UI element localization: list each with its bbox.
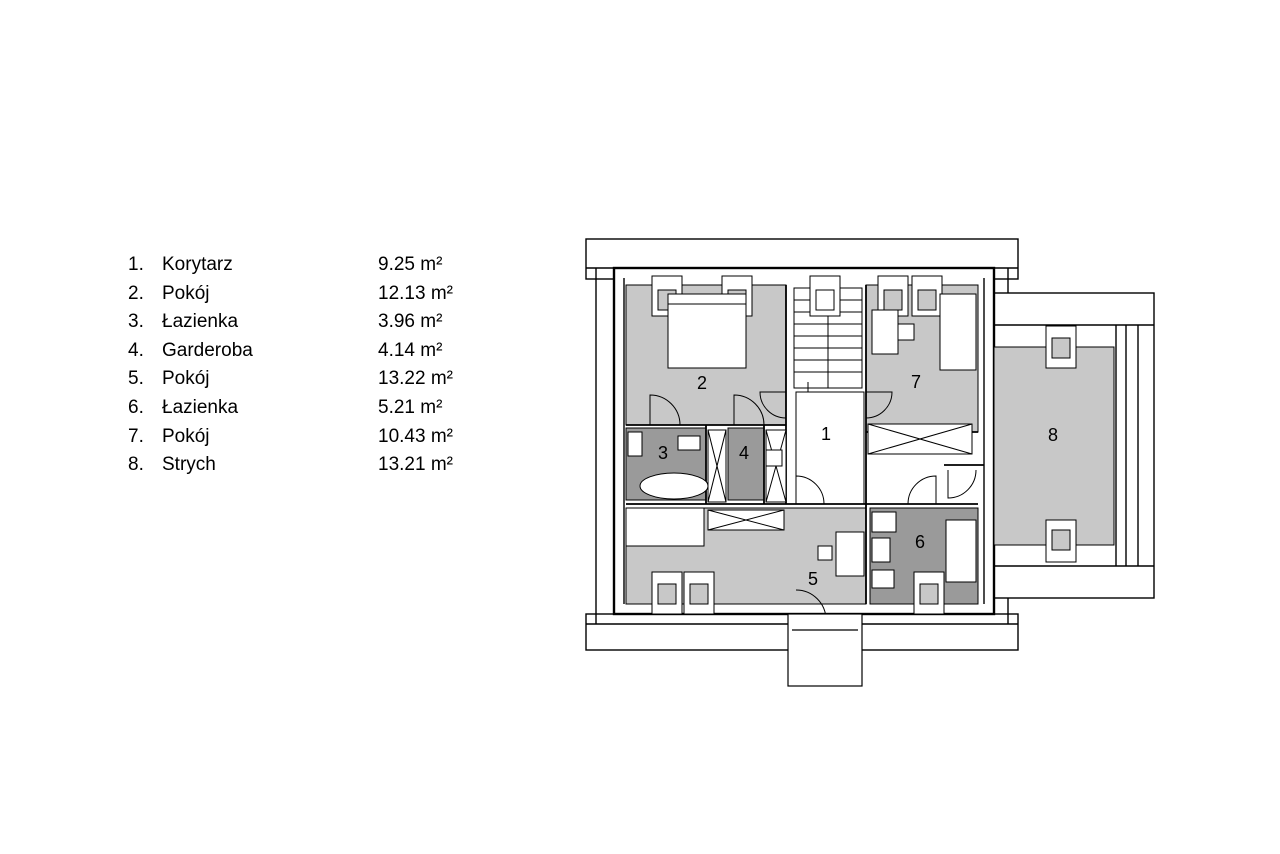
- plan-label-5: 5: [808, 569, 818, 589]
- legend-room-name: Korytarz: [162, 254, 233, 275]
- room-8-fill: [993, 346, 1115, 546]
- legend-number: 8.: [128, 454, 144, 476]
- legend-room-area: 9.25 m²: [378, 254, 443, 275]
- legend-number: 3.: [128, 311, 144, 333]
- door-room-4: [733, 394, 765, 426]
- legend-row: 4. Garderoba 4.14 m²: [128, 337, 488, 366]
- desk: [871, 309, 899, 355]
- furniture: [625, 293, 977, 589]
- legend-room-area: 4.14 m²: [378, 339, 443, 361]
- legend-row: 2. Pokój 12.13 m²: [128, 280, 488, 309]
- doors: [649, 391, 977, 621]
- legend-row: 7. Pokój 10.43 m²: [128, 423, 488, 452]
- door-room-6: [907, 475, 937, 505]
- plan-label-8: 8: [1048, 425, 1058, 445]
- legend-room-area: 12.13 m²: [378, 282, 453, 304]
- plan-label-3: 3: [658, 443, 668, 463]
- legend-row: 5. Pokój 13.22 m²: [128, 365, 488, 394]
- legend-room-area: 3.96 m²: [378, 311, 443, 333]
- legend-room-area: 10.43 m²: [378, 425, 453, 447]
- balcony: [787, 613, 863, 687]
- legend-room-area: 5.21 m²: [378, 396, 443, 418]
- legend-row: 6. Łazienka 5.21 m²: [128, 394, 488, 423]
- room-4-fill: [727, 427, 765, 501]
- bathtub-room-6: [945, 519, 977, 583]
- legend-number: 1.: [128, 254, 144, 275]
- legend-room-area: 13.22 m²: [378, 368, 453, 390]
- wardrobe-bed: [625, 507, 705, 547]
- legend-number: 6.: [128, 396, 144, 418]
- plan-label-2: 2: [697, 373, 707, 393]
- plan-label-4: 4: [739, 443, 749, 463]
- toilet: [677, 435, 701, 451]
- single-bed: [939, 293, 977, 371]
- legend-room-name: Łazienka: [162, 311, 239, 333]
- legend-room-name: Łazienka: [162, 396, 239, 418]
- legend-room-area: 13.21 m²: [378, 454, 453, 476]
- washbasin: [627, 431, 643, 457]
- door-room-3: [649, 394, 681, 426]
- double-bed: [667, 293, 747, 369]
- room-1-fill: [795, 391, 865, 505]
- door-room-8: [947, 469, 977, 499]
- legend-row: 3. Łazienka 3.96 m²: [128, 308, 488, 337]
- washbasin-room-6: [871, 511, 897, 533]
- roof-windows: [651, 275, 1077, 615]
- legend-room-name: Pokój: [162, 425, 210, 447]
- legend-number: 2.: [128, 282, 144, 304]
- legend-number: 5.: [128, 368, 144, 390]
- legend-number: 7.: [128, 425, 144, 447]
- bathtub: [639, 472, 709, 500]
- desk-room-5: [835, 531, 865, 577]
- door-room-5: [795, 475, 825, 505]
- plan-label-7: 7: [911, 372, 921, 392]
- legend-room-name: Pokój: [162, 368, 210, 390]
- door-room-7: [865, 391, 893, 419]
- plan-label-1: 1: [821, 424, 831, 444]
- legend-row: 8. Strych 13.21 m²: [128, 451, 488, 480]
- legend-number: 4.: [128, 339, 144, 361]
- legend-room-name: Pokój: [162, 282, 210, 304]
- plan-label-6: 6: [915, 532, 925, 552]
- door-room-2: [759, 391, 787, 419]
- room-legend: 1. Korytarz 9.25 m² 2. Pokój 12.13 m² 3.…: [128, 251, 488, 480]
- legend-row: 1. Korytarz 9.25 m²: [128, 251, 488, 280]
- legend-room-name: Garderoba: [162, 339, 253, 361]
- legend-room-name: Strych: [162, 454, 216, 476]
